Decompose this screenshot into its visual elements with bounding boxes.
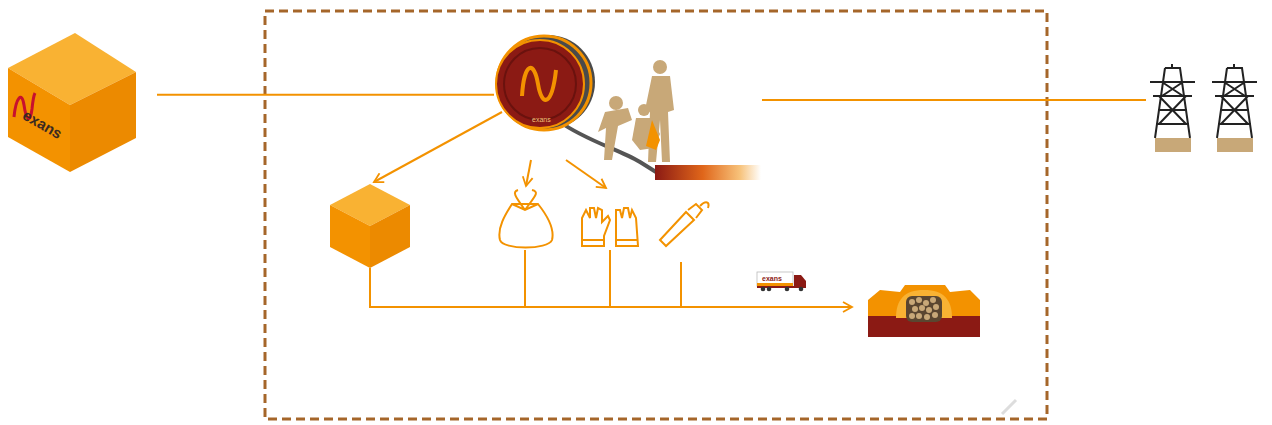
- recycling-plant: [916, 297, 922, 303]
- product-cube-outline: [8, 33, 157, 173]
- flow-arrow: [566, 160, 606, 188]
- pylon-symbol: [1150, 64, 1257, 152]
- recycling-plant: [868, 285, 980, 337]
- truck-trailer: [757, 272, 793, 286]
- cube-face: [70, 72, 136, 172]
- recycling-plant: [916, 313, 922, 319]
- packaging-cube: [370, 205, 410, 268]
- worker-vest: [646, 120, 660, 150]
- glue-tube: [660, 212, 694, 246]
- pylon-symbol: [1150, 64, 1195, 152]
- recycling-plant: [930, 297, 936, 303]
- gloves: [582, 208, 638, 246]
- drum-rim: [497, 36, 591, 130]
- recycling-plant: [912, 306, 918, 312]
- recycling-plant: [906, 296, 942, 322]
- flow-arrow: [374, 112, 502, 182]
- collection-line: [609, 250, 611, 307]
- pylon-symbol: [1155, 138, 1191, 152]
- worker-figures: [609, 96, 623, 110]
- recycling-plant: [923, 300, 929, 306]
- worker-figures: [653, 60, 667, 74]
- recycling-plant: [932, 312, 938, 318]
- supply-line: [762, 99, 1146, 101]
- pylon-symbol: [1171, 64, 1173, 68]
- recycling-plant: [933, 304, 939, 310]
- collection-line: [370, 250, 852, 307]
- pylon-symbol: [1212, 68, 1257, 138]
- cable-drum: exans: [494, 32, 590, 136]
- truck-wheel: [761, 287, 766, 292]
- cable-end: [655, 165, 761, 180]
- worker-figures: [632, 118, 660, 150]
- site-boundary: [265, 11, 1047, 419]
- gloves: [582, 208, 610, 246]
- truck-wheel: [767, 287, 772, 292]
- logo-wave: [522, 68, 556, 100]
- truck-wheel: [785, 287, 790, 292]
- packaging-cube: [330, 184, 410, 268]
- pylon-symbol: [1233, 64, 1235, 68]
- drum-ring: [504, 48, 576, 120]
- waste-bag: [499, 190, 552, 248]
- glue-tube: [700, 202, 709, 208]
- recycling-plant: [868, 285, 980, 337]
- worker-figures: [598, 108, 632, 160]
- product-cube: exans: [8, 33, 157, 173]
- worker-figures: [638, 104, 650, 116]
- delivery-truck: exans: [757, 271, 807, 293]
- recycling-plant: [909, 297, 939, 320]
- supply-line: [157, 94, 494, 96]
- gloves: [616, 208, 638, 246]
- logo-text: exans: [532, 116, 551, 123]
- recycling-plant: [919, 305, 925, 311]
- glue-tube: [688, 204, 702, 218]
- corner-mark: [1002, 400, 1016, 414]
- pylon-symbol: [1217, 138, 1253, 152]
- pylon-symbol: [1212, 64, 1257, 152]
- truck-wheel: [799, 287, 804, 292]
- collection-line: [524, 250, 526, 307]
- recycling-plant: [924, 314, 930, 320]
- packaging-cube: [330, 205, 370, 268]
- flow-arrow: [526, 160, 531, 186]
- worker-figures: [598, 60, 674, 162]
- glue-tube: [660, 202, 709, 246]
- recycling-plant: [909, 313, 915, 319]
- waste-bag: [512, 190, 538, 210]
- delivery-truck-outline: [757, 271, 807, 293]
- logo-text: exans: [762, 275, 782, 282]
- pylon-symbol: [1150, 68, 1195, 138]
- drum-face: [496, 40, 584, 128]
- cube-face: [8, 68, 70, 172]
- recycling-plant: [926, 307, 932, 313]
- truck-stripe: [757, 283, 793, 286]
- recycling-plant: [909, 299, 915, 305]
- collection-line: [680, 262, 682, 307]
